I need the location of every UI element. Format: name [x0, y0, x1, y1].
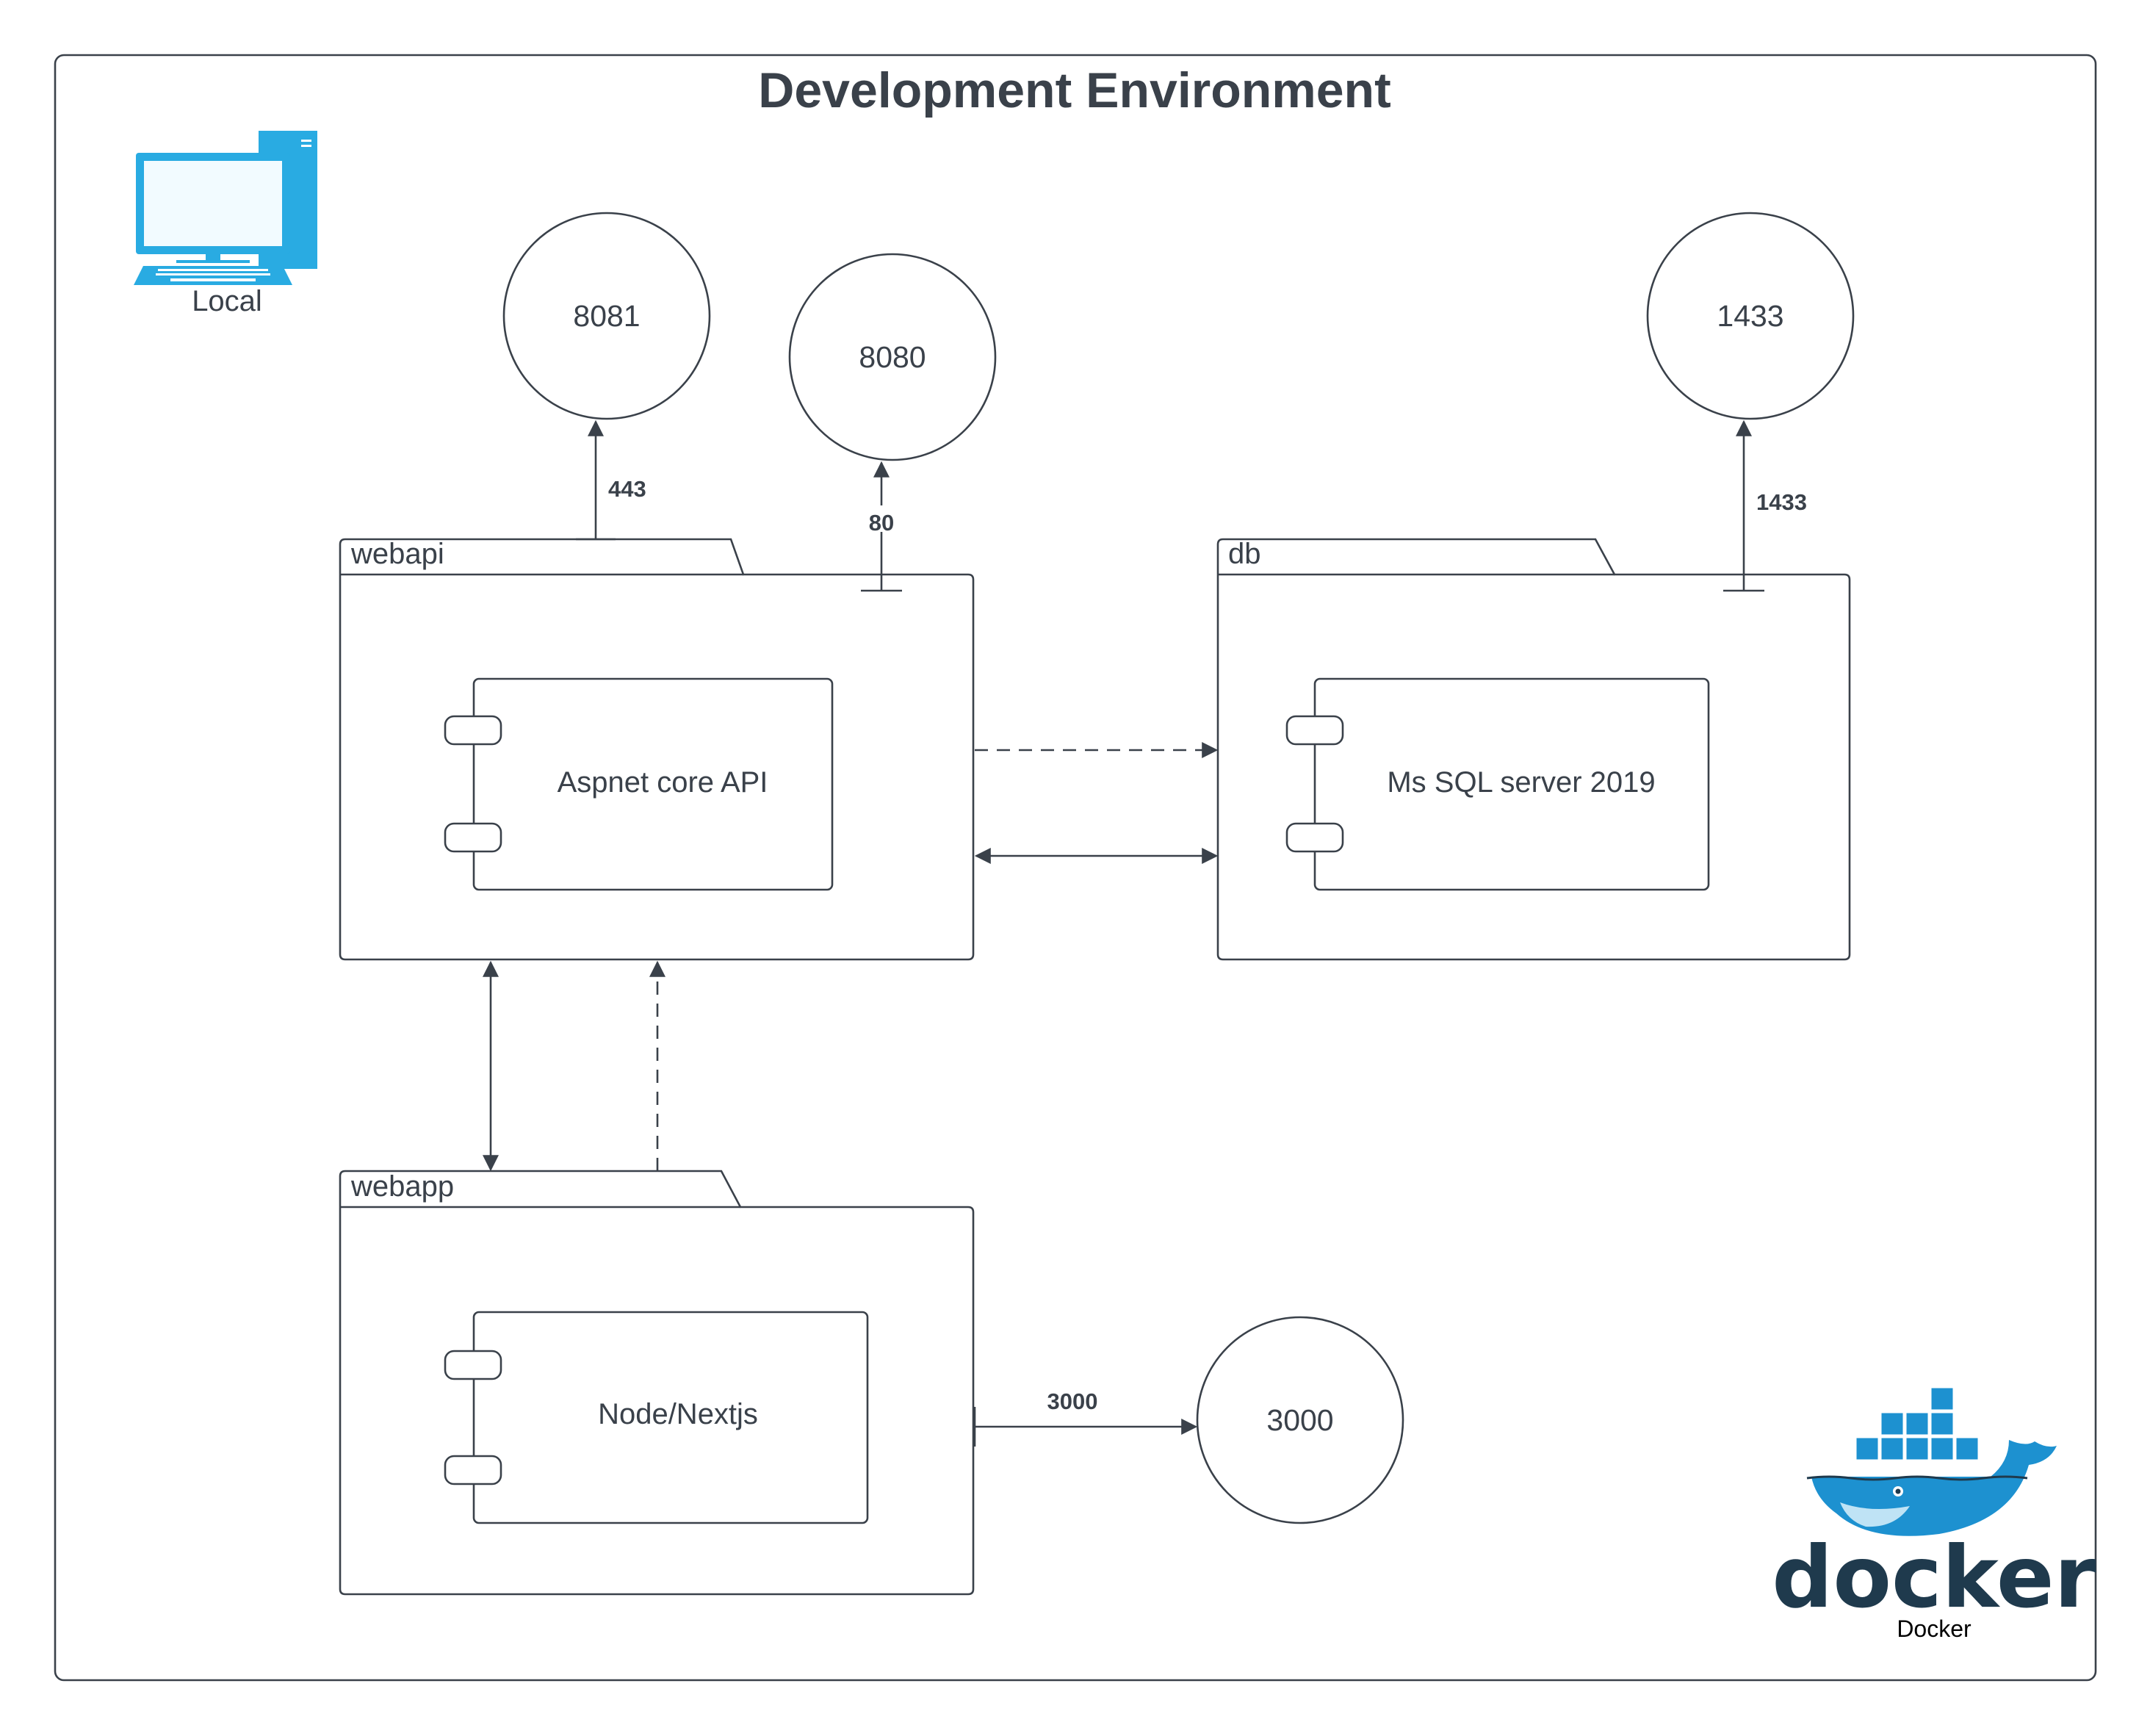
node-nextjs-label: Node/Nextjs: [598, 1398, 758, 1430]
edge-443: [576, 419, 616, 541]
local-label: Local: [192, 285, 262, 317]
ms-sql-server-label: Ms SQL server 2019: [1387, 766, 1655, 799]
edge-80-label: 80: [869, 510, 894, 536]
docker-wordmark: docker: [1772, 1528, 2096, 1627]
edge-3000-label: 3000: [1047, 1389, 1098, 1414]
port-8080-circle: [788, 253, 997, 461]
edge-443-label: 443: [608, 476, 646, 502]
webapi-label: webapi: [350, 538, 444, 570]
aspnet-core-api-label: Aspnet core API: [558, 766, 768, 799]
edge-1433-label: 1433: [1756, 489, 1807, 515]
desktop-computer-icon: [134, 131, 317, 285]
page-title: Development Environment: [758, 62, 1391, 118]
port-3000-label: 3000: [1266, 1403, 1333, 1437]
port-8081-circle: [502, 212, 711, 420]
ms-sql-server-component[interactable]: [1285, 677, 1710, 891]
port-1433-label: 1433: [1717, 299, 1783, 333]
webapp-label: webapp: [350, 1170, 454, 1203]
node-nextjs-component[interactable]: [444, 1311, 869, 1524]
db-label: db: [1228, 538, 1261, 570]
port-8080-label: 8080: [859, 340, 926, 374]
port-1433-circle: [1646, 212, 1855, 420]
docker-label: Docker: [1897, 1616, 1972, 1642]
edge-3000: [973, 1407, 1198, 1447]
aspnet-core-api-component[interactable]: [444, 677, 834, 891]
edge-1433: [1723, 419, 1764, 592]
docker-whale-icon: [1806, 1386, 2057, 1536]
port-8081-label: 8081: [573, 299, 640, 333]
